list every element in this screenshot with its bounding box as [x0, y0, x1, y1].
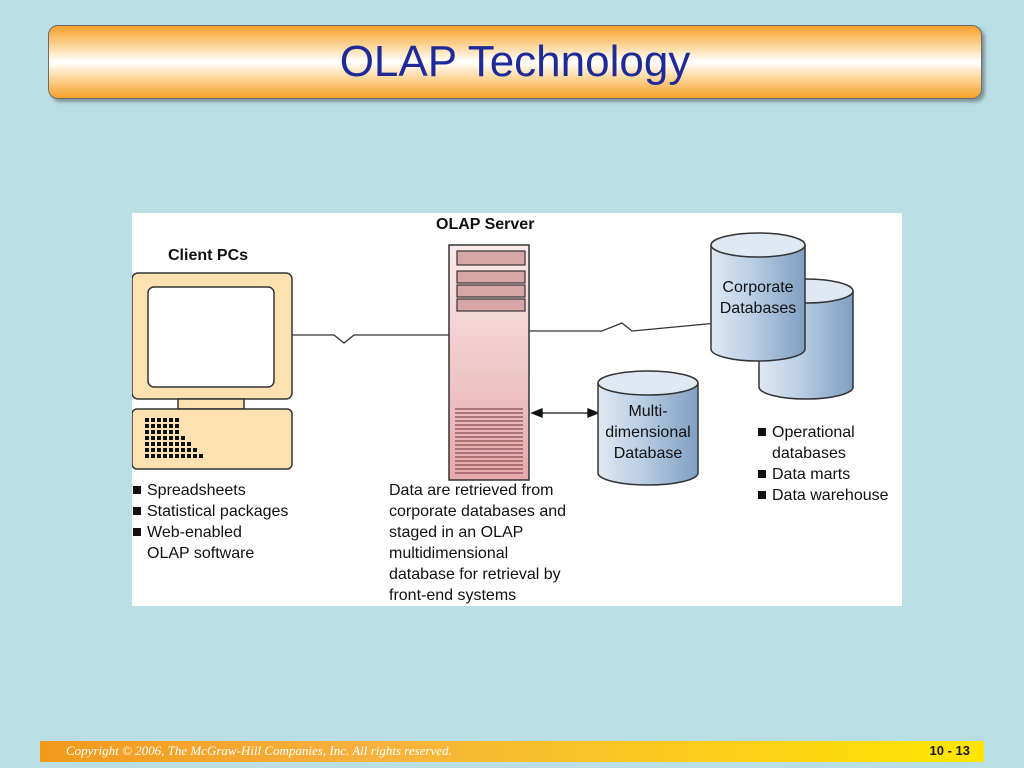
copyright-text: Copyright © 2006, The McGraw-Hill Compan…	[66, 743, 452, 758]
server-db-link	[528, 322, 718, 332]
pc-server-link	[290, 334, 449, 344]
list-item: Data warehouse	[758, 485, 889, 506]
client-pcs-label: Client PCs	[168, 247, 249, 264]
slide-title: OLAP Technology	[339, 37, 691, 86]
corporate-db-label: Corporate Databases	[719, 279, 797, 317]
multidim-db-label: Multi- dimensional Database	[605, 403, 691, 462]
list-item: OLAP software	[147, 545, 255, 562]
olap-diagram: Client PCs OLAP Server Spreadsheets Stat…	[132, 213, 902, 606]
server-description: Data are retrieved from corporate databa…	[389, 482, 567, 604]
list-item: Operational	[758, 422, 889, 443]
list-item: Data marts	[758, 464, 889, 485]
title-banner: OLAP Technology	[48, 25, 982, 99]
olap-server-icon	[448, 244, 530, 481]
list-item: databases	[772, 445, 846, 462]
corporate-db-front-icon	[710, 232, 806, 362]
olap-server-label: OLAP Server	[436, 216, 535, 233]
keyboard-keys	[145, 418, 203, 458]
client-feature-list: Spreadsheets Statistical packages Web-en…	[133, 480, 288, 564]
list-item: Web-enabled	[133, 522, 288, 543]
multidim-db-icon	[597, 370, 699, 486]
list-item: Spreadsheets	[133, 480, 288, 501]
exchange-arrow	[530, 408, 600, 418]
diagram-graphics	[132, 232, 854, 486]
page-number: 10 - 13	[929, 743, 970, 758]
list-item: Statistical packages	[133, 501, 288, 522]
client-pc-icon	[132, 272, 293, 470]
footer-bar: Copyright © 2006, The McGraw-Hill Compan…	[40, 741, 984, 762]
source-type-list: Operational databases Data marts Data wa…	[758, 422, 889, 506]
